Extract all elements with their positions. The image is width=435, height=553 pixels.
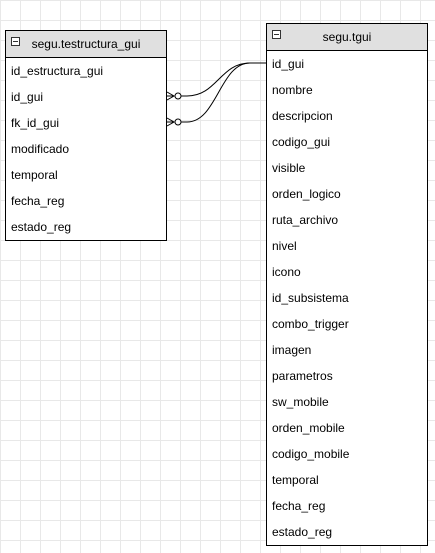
field-descripcion[interactable]: descripcion [272, 109, 333, 123]
field-codigo-mobile[interactable]: codigo_mobile [272, 447, 350, 461]
field-orden-logico[interactable]: orden_logico [272, 187, 341, 201]
field-codigo-gui[interactable]: codigo_gui [272, 135, 331, 149]
relation-connector[interactable] [166, 62, 266, 127]
field-estado-reg[interactable]: estado_reg [11, 220, 72, 234]
relation-line [181, 62, 266, 97]
field-estado-reg[interactable]: estado_reg [272, 525, 333, 539]
relation-connector[interactable] [166, 62, 266, 101]
field-temporal[interactable]: temporal [272, 473, 319, 487]
field-id-gui[interactable]: id_gui [11, 90, 44, 104]
crows-foot-marker [166, 91, 176, 101]
field-id-subsistema[interactable]: id_subsistema [272, 291, 349, 305]
entity-header[interactable]: segu.testructura_gui [6, 31, 166, 58]
field-id-estructura-gui[interactable]: id_estructura_gui [11, 64, 104, 78]
field-orden-mobile[interactable]: orden_mobile [272, 421, 345, 435]
field-fecha-reg[interactable]: fecha_reg [11, 194, 65, 208]
entity-title: segu.testructura_gui [31, 37, 141, 51]
collapse-icon[interactable] [11, 37, 20, 46]
field-list: id_estructura_gui id_gui fk_id_gui modifica… [6, 58, 166, 240]
field-imagen[interactable]: imagen [272, 343, 312, 357]
field-fecha-reg[interactable]: fecha_reg [272, 499, 326, 513]
field-parametros[interactable]: parametros [272, 369, 333, 383]
relation-line [181, 62, 266, 123]
field-temporal[interactable]: temporal [11, 168, 58, 182]
optional-circle-marker [174, 118, 182, 126]
field-id-gui[interactable]: id_gui [272, 57, 305, 71]
entity-title: segu.tgui [322, 30, 372, 44]
crows-foot-marker [166, 117, 176, 127]
optional-circle-marker [174, 92, 182, 100]
entity-header[interactable]: segu.tgui [267, 24, 427, 51]
field-icono[interactable]: icono [272, 265, 301, 279]
field-modificado[interactable]: modificado [11, 142, 70, 156]
field-fk-id-gui[interactable]: fk_id_gui [11, 116, 60, 130]
collapse-icon[interactable] [272, 30, 281, 39]
field-combo-trigger[interactable]: combo_trigger [272, 317, 349, 331]
field-sw-mobile[interactable]: sw_mobile [272, 395, 329, 409]
field-nivel[interactable]: nivel [272, 239, 297, 253]
field-ruta-archivo[interactable]: ruta_archivo [272, 213, 339, 227]
field-nombre[interactable]: nombre [272, 83, 313, 97]
field-visible[interactable]: visible [272, 161, 306, 175]
